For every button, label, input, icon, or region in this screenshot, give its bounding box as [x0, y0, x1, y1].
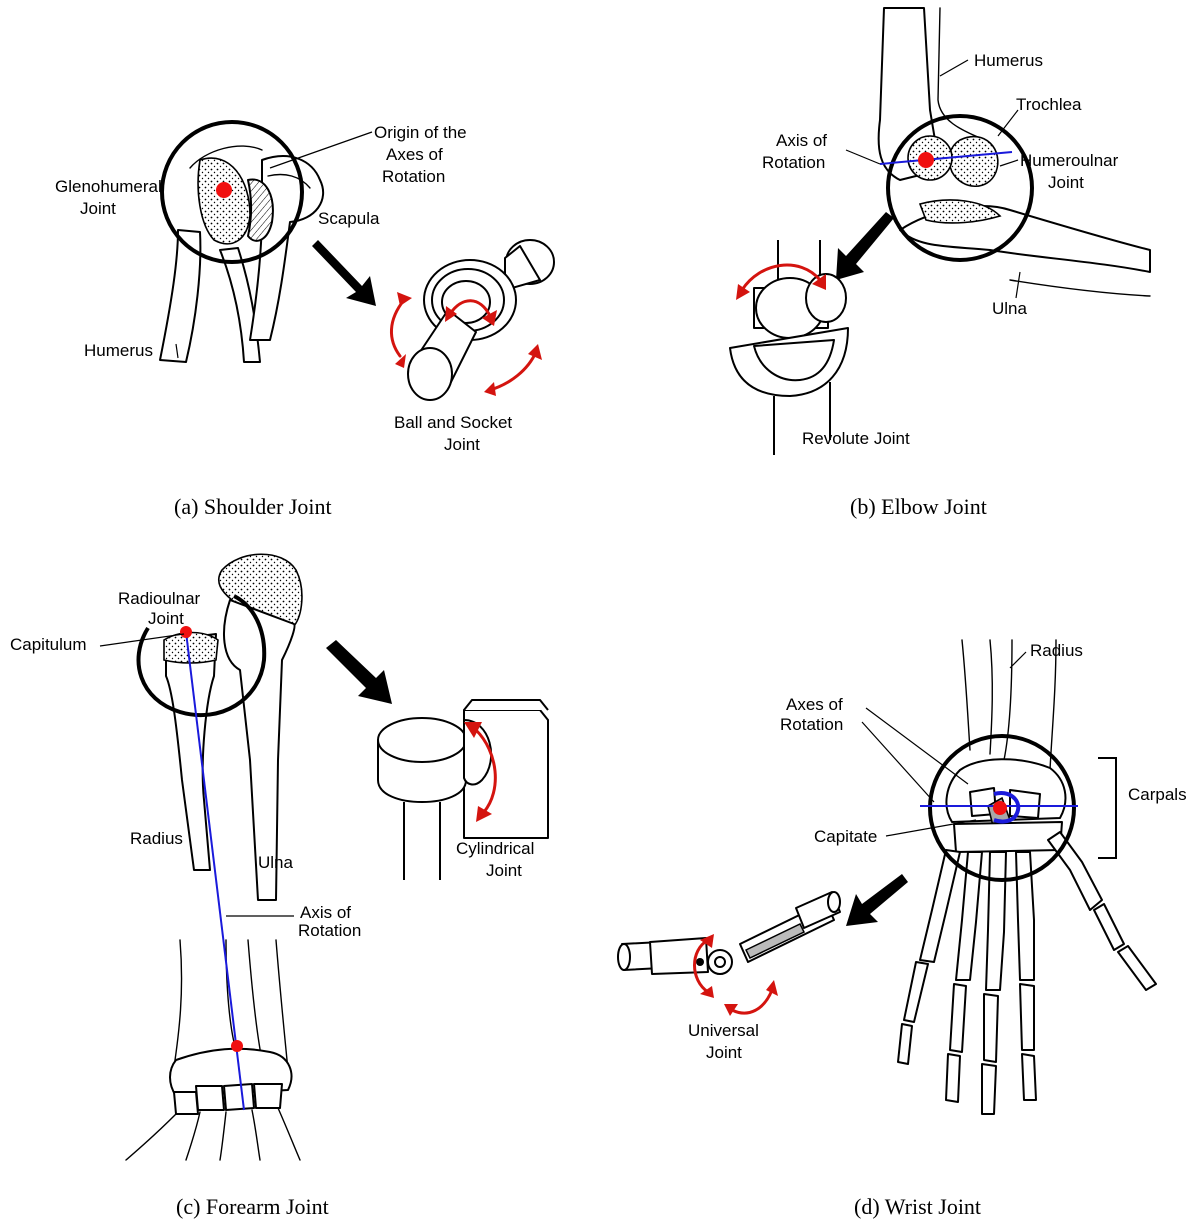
- zoom-arrow-shoulder: [312, 240, 376, 306]
- label-elbow-axis-line1: Axis of: [776, 131, 827, 150]
- elbow-axis-leader: [846, 150, 880, 164]
- capitate-joint-point: [993, 801, 1007, 815]
- label-glenohumeral-line1: Glenohumeral: [55, 177, 162, 196]
- caption-wrist: (d) Wrist Joint: [854, 1194, 981, 1219]
- elbow-humerus-leader: [940, 60, 968, 76]
- label-capitate: Capitate: [814, 827, 877, 846]
- axes-leader-1: [866, 708, 968, 784]
- ball-socket-mechanism: [408, 240, 554, 400]
- distal-joint-point: [231, 1040, 243, 1052]
- label-carpals: Carpals: [1128, 785, 1187, 804]
- caption-shoulder: (a) Shoulder Joint: [174, 494, 332, 519]
- origin-leader-line: [270, 132, 372, 168]
- label-humeroulnar-line1: Humeroulnar: [1020, 151, 1119, 170]
- zoom-arrow-wrist: [846, 874, 908, 926]
- panel-wrist: Radius Axes of Rotation Carpals Capitate…: [618, 640, 1187, 1219]
- label-revolute: Revolute Joint: [802, 429, 910, 448]
- label-cylindrical-line1: Cylindrical: [456, 839, 534, 858]
- label-axes-line1: Axes of: [786, 695, 843, 714]
- capitulum-radius-head: [164, 633, 218, 664]
- carpals-bracket: [1098, 758, 1116, 858]
- label-elbow-axis-line2: Rotation: [762, 153, 825, 172]
- forearm-carpals: [126, 1049, 300, 1160]
- caption-elbow: (b) Elbow Joint: [850, 494, 987, 519]
- label-elbow-ulna: Ulna: [992, 299, 1028, 318]
- label-capitulum: Capitulum: [10, 635, 87, 654]
- zoom-arrow-elbow: [836, 212, 894, 280]
- label-elbow-humerus: Humerus: [974, 51, 1043, 70]
- wrist-radius-edge-l: [1004, 640, 1012, 760]
- label-glenohumeral-line2: Joint: [80, 199, 116, 218]
- wrist-ulna-edge-l: [962, 640, 970, 750]
- zoom-arrow-forearm: [326, 640, 392, 704]
- lower-ulna-edge-l: [248, 940, 262, 1060]
- label-axes-line2: Rotation: [780, 715, 843, 734]
- label-humeroulnar-line2: Joint: [1048, 173, 1084, 192]
- label-wrist-radius: Radius: [1030, 641, 1083, 660]
- axes-leader-2: [862, 722, 934, 802]
- glenohumeral-joint-point: [216, 182, 232, 198]
- revolute-mechanism: [730, 240, 848, 455]
- lower-ulna-edge-r: [276, 940, 288, 1070]
- label-universal-line1: Universal: [688, 1021, 759, 1040]
- humerus-bone-right: [220, 248, 260, 362]
- label-ball-socket-line2: Joint: [444, 435, 480, 454]
- label-ball-socket-line1: Ball and Socket: [394, 413, 512, 432]
- panel-forearm: Radioulnar Joint Capitulum Radius Ulna C…: [10, 554, 548, 1219]
- label-origin-line1: Origin of the: [374, 123, 467, 142]
- label-radioulnar-line1: Radioulnar: [118, 589, 201, 608]
- panel-elbow: Humerus Trochlea Axis of Rotation Humero…: [730, 8, 1150, 519]
- label-cylindrical-line2: Joint: [486, 861, 522, 880]
- label-forearm-radius: Radius: [130, 829, 183, 848]
- label-forearm-axis-line2: Rotation: [298, 921, 361, 940]
- olecranon: [920, 200, 1000, 223]
- label-universal-line2: Joint: [706, 1043, 742, 1062]
- caption-forearm: (c) Forearm Joint: [176, 1194, 329, 1219]
- universal-joint-mechanism: [618, 892, 840, 974]
- elbow-joint-point: [918, 152, 934, 168]
- radius-edge: [1010, 280, 1150, 296]
- label-scapula: Scapula: [318, 209, 380, 228]
- label-humerus: Humerus: [84, 341, 153, 360]
- label-trochlea: Trochlea: [1016, 95, 1082, 114]
- label-forearm-axis-line1: Axis of: [300, 903, 351, 922]
- humeral-head: [198, 158, 250, 244]
- label-radioulnar-line2: Joint: [148, 609, 184, 628]
- label-origin-line2: Axes of: [386, 145, 443, 164]
- ulna-leader: [1016, 272, 1020, 298]
- trochlea-bone: [949, 137, 998, 187]
- humeroulnar-leader: [1000, 160, 1018, 166]
- panel-shoulder: Origin of the Axes of Rotation Glenohume…: [55, 122, 554, 519]
- label-origin-line3: Rotation: [382, 167, 445, 186]
- label-forearm-ulna: Ulna: [258, 853, 294, 872]
